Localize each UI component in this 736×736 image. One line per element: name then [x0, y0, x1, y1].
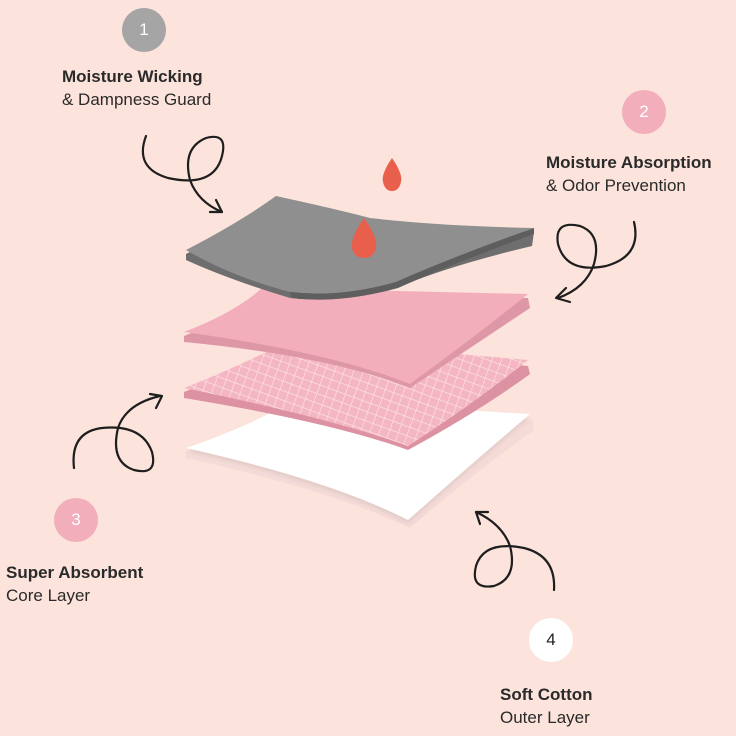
badge-2-number: 2 [639, 102, 649, 121]
label-4-title: Soft Cotton [500, 685, 593, 704]
badge-1: 1 [122, 8, 166, 52]
label-soft-cotton: Soft Cotton Outer Layer [500, 684, 593, 730]
water-drop-icon [351, 218, 377, 258]
label-super-absorbent: Super Absorbent Core Layer [6, 562, 143, 608]
curly-arrow-icon [72, 392, 164, 473]
badge-3: 3 [54, 498, 98, 542]
badge-1-number: 1 [139, 20, 149, 39]
label-3-subtitle: Core Layer [6, 585, 91, 605]
label-1-subtitle: & Dampness Guard [62, 89, 212, 109]
label-4-subtitle: Outer Layer [500, 707, 590, 727]
curly-arrow-icon [141, 134, 225, 214]
curly-arrow-icon [554, 220, 637, 304]
pink-absorption-layer [184, 288, 530, 388]
water-drop-icon [382, 158, 402, 191]
badge-4-number: 4 [546, 630, 556, 649]
curly-arrow-icon [473, 510, 556, 592]
label-1-title: Moisture Wicking [62, 67, 203, 86]
badge-2: 2 [622, 90, 666, 134]
white-cotton-layer [186, 400, 534, 528]
label-moisture-wicking: Moisture Wicking & Dampness Guard [62, 66, 211, 112]
badge-4: 4 [529, 618, 573, 662]
label-moisture-absorption: Moisture Absorption & Odor Prevention [546, 152, 712, 198]
badge-3-number: 3 [71, 510, 81, 529]
label-3-title: Super Absorbent [6, 563, 144, 582]
label-2-subtitle: & Odor Prevention [546, 175, 686, 195]
label-2-title: Moisture Absorption [546, 153, 712, 172]
